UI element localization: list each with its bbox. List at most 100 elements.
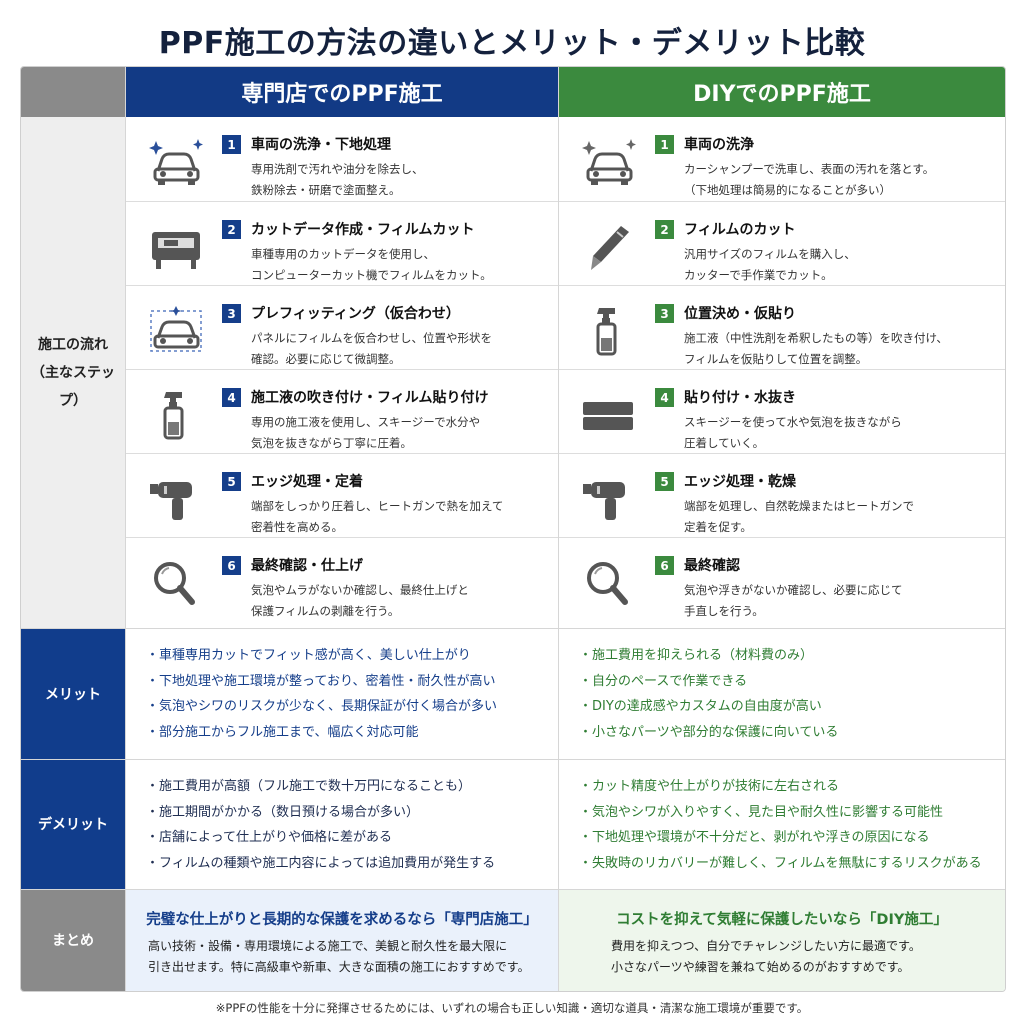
spray-bottle-icon <box>581 306 637 356</box>
pro-step-6: 6 最終確認・仕上げ 気泡やムラがないか確認し、最終仕上げと保護フィルムの剥離を… <box>126 538 558 628</box>
diy-step-6: 6 最終確認 気泡や浮きがないか確認し、必要に応じて手直しを行う。 <box>559 538 1005 628</box>
pro-summary: 完璧な仕上がりと長期的な保護を求めるなら「専門店施工」 高い技術・設備・専用環境… <box>125 890 558 991</box>
step-description: カーシャンプーで洗車し、表面の汚れを落とす。（下地処理は簡易的になることが多い） <box>684 162 935 197</box>
list-item: ・DIYの達成感やカスタムの自由度が高い <box>579 699 822 714</box>
pro-step-5: 5 エッジ処理・定着 端部をしっかり圧着し、ヒートガンで熱を加えて密着性を高める… <box>126 454 558 538</box>
summary-body: 高い技術・設備・専用環境による施工で、美観と耐久性を最大限に引き出せます。特に高… <box>148 939 530 974</box>
pro-demerits: ・施工費用が高額（フル施工で数十万円になることも） ・施工期間がかかる（数日預け… <box>125 760 558 890</box>
list-item: ・小さなパーツや部分的な保護に向いている <box>579 724 839 740</box>
diy-step-1: 1 車両の洗浄 カーシャンプーで洗車し、表面の汚れを落とす。（下地処理は簡易的に… <box>559 117 1005 202</box>
step-number: 4 <box>222 388 241 407</box>
diy-column-header: DIYでのPPF施工 <box>558 67 1005 117</box>
step-number: 2 <box>655 220 674 239</box>
car-fitting-icon <box>148 306 204 356</box>
step-title: 施工液の吹き付け・フィルム貼り付け <box>251 390 489 406</box>
list-item: ・下地処理や施工環境が整っており、密着性・耐久性が高い <box>146 673 496 689</box>
step-title: カットデータ作成・フィルムカット <box>251 222 475 238</box>
list-item: ・部分施工からフル施工まで、幅広く対応可能 <box>146 724 419 740</box>
list-item: ・施工費用を抑えられる（材料費のみ） <box>579 648 814 663</box>
step-description: 専用洗剤で汚れや油分を除去し、鉄粉除去・研磨で塗面整え。 <box>251 162 424 197</box>
diy-step-3: 3 位置決め・仮貼り 施工液（中性洗剤を希釈したもの等）を吹き付け、フィルムを仮… <box>559 286 1005 370</box>
car-sparkle-icon <box>581 137 637 187</box>
diy-step-5: 5 エッジ処理・乾燥 端部を処理し、自然乾燥またはヒートガンで定着を促す。 <box>559 454 1005 538</box>
car-sparkle-icon <box>148 137 204 187</box>
step-description: パネルにフィルムを仮合わせし、位置や形状を確認。必要に応じて微調整。 <box>251 331 493 366</box>
pro-merits: ・車種専用カットでフィット感が高く、美しい仕上がり ・下地処理や施工環境が整って… <box>125 629 558 760</box>
merit-label: メリット <box>21 629 125 760</box>
step-description: 気泡やムラがないか確認し、最終仕上げと保護フィルムの剥離を行う。 <box>251 583 469 618</box>
pro-column-header: 専門店でのPPF施工 <box>125 67 558 117</box>
list-item: ・車種専用カットでフィット感が高く、美しい仕上がり <box>146 648 471 663</box>
list-item: ・施工費用が高額（フル施工で数十万円になることも） <box>146 779 472 794</box>
pro-steps: 1 車両の洗浄・下地処理 専用洗剤で汚れや油分を除去し、鉄粉除去・研磨で塗面整え… <box>125 117 558 628</box>
summary-row: まとめ 完璧な仕上がりと長期的な保護を求めるなら「専門店施工」 高い技術・設備・… <box>21 889 1005 991</box>
step-number: 6 <box>655 556 674 575</box>
list-item: ・失敗時のリカバリーが難しく、フィルムを無駄にするリスクがある <box>579 855 982 871</box>
diy-merits: ・施工費用を抑えられる（材料費のみ） ・自分のペースで作業できる ・DIYの達成… <box>558 629 1005 760</box>
summary-heading: コストを抑えて気軽に保護したいなら「DIY施工」 <box>616 912 948 928</box>
heat-gun-icon <box>148 474 204 524</box>
flow-label: 施工の流れ （主なステップ） <box>21 117 125 628</box>
step-title: 車両の洗浄・下地処理 <box>251 137 391 153</box>
diy-steps: 1 車両の洗浄 カーシャンプーで洗車し、表面の汚れを落とす。（下地処理は簡易的に… <box>558 117 1005 628</box>
spray-bottle-icon <box>148 390 204 440</box>
cutter-icon <box>581 222 637 272</box>
pro-step-2: 2 カットデータ作成・フィルムカット 車種専用のカットデータを使用し、コンピュー… <box>126 202 558 286</box>
step-description: 汎用サイズのフィルムを購入し、カッターで手作業でカット。 <box>684 247 856 282</box>
step-number: 3 <box>655 304 674 323</box>
step-description: 端部をしっかり圧着し、ヒートガンで熱を加えて密着性を高める。 <box>251 499 504 534</box>
diy-summary: コストを抑えて気軽に保護したいなら「DIY施工」 費用を抑えつつ、自分でチャレン… <box>558 890 1005 991</box>
step-description: 気泡や浮きがないか確認し、必要に応じて手直しを行う。 <box>684 583 903 618</box>
step-description: 施工液（中性洗剤を希釈したもの等）を吹き付け、フィルムを仮貼りして位置を調整。 <box>684 331 948 366</box>
list-item: ・自分のペースで作業できる <box>579 673 748 689</box>
list-item: ・施工期間がかかる（数日預ける場合が多い） <box>146 804 420 820</box>
step-description: 端部を処理し、自然乾燥またはヒートガンで定着を促す。 <box>684 499 914 534</box>
step-title: 位置決め・仮貼り <box>684 306 796 322</box>
step-description: 車種専用のカットデータを使用し、コンピューターカット機でフィルムをカット。 <box>251 247 492 282</box>
step-title: プレフィッティング（仮合わせ） <box>251 306 460 322</box>
step-title: 車両の洗浄 <box>684 137 754 153</box>
step-title: 最終確認・仕上げ <box>251 558 363 574</box>
list-item: ・店舗によって仕上がりや価格に差がある <box>146 830 392 845</box>
summary-heading: 完璧な仕上がりと長期的な保護を求めるなら「専門店施工」 <box>146 912 538 928</box>
heat-gun-icon <box>581 474 637 524</box>
step-title: フィルムのカット <box>684 222 796 238</box>
diy-step-2: 2 フィルムのカット 汎用サイズのフィルムを購入し、カッターで手作業でカット。 <box>559 202 1005 286</box>
demerit-label: デメリット <box>21 760 125 890</box>
flow-label-line1: 施工の流れ <box>38 336 108 353</box>
diy-demerits: ・カット精度や仕上がりが技術に左右される ・気泡やシワが入りやすく、見た目や耐久… <box>558 760 1005 890</box>
steps-row: 施工の流れ （主なステップ） 1 車両の洗浄・下地処理 専用洗剤で汚れや油分を除… <box>21 117 1005 628</box>
step-number: 5 <box>222 472 241 491</box>
flow-label-line2: （主なステップ） <box>31 364 115 409</box>
step-title: 最終確認 <box>684 558 740 574</box>
step-number: 4 <box>655 388 674 407</box>
plotter-icon <box>148 222 204 272</box>
step-description: 専用の施工液を使用し、スキージーで水分や気泡を抜きながら丁寧に圧着。 <box>251 415 481 450</box>
list-item: ・フィルムの種類や施工内容によっては追加費用が発生する <box>146 855 496 871</box>
magnifier-icon <box>148 558 204 608</box>
list-item: ・気泡やシワが入りやすく、見た目や耐久性に影響する可能性 <box>579 804 944 820</box>
merit-row: メリット ・車種専用カットでフィット感が高く、美しい仕上がり ・下地処理や施工環… <box>21 628 1005 760</box>
page-title: PPF施工の方法の違いとメリット・デメリット比較 <box>158 26 866 61</box>
diy-step-4: 4 貼り付け・水抜き スキージーを使って水や気泡を抜きながら圧着していく。 <box>559 370 1005 454</box>
pro-step-3: 3 プレフィッティング（仮合わせ） パネルにフィルムを仮合わせし、位置や形状を確… <box>126 286 558 370</box>
footnote: ※PPFの性能を十分に発揮させるためには、いずれの場合も正しい知識・適切な道具・… <box>215 1001 809 1015</box>
step-description: スキージーを使って水や気泡を抜きながら圧着していく。 <box>684 415 902 450</box>
corner-cell <box>21 67 125 117</box>
list-item: ・カット精度や仕上がりが技術に左右される <box>579 779 840 794</box>
step-number: 5 <box>655 472 674 491</box>
pro-step-4: 4 施工液の吹き付け・フィルム貼り付け 専用の施工液を使用し、スキージーで水分や… <box>126 370 558 454</box>
step-number: 1 <box>655 135 674 154</box>
comparison-table: 専門店でのPPF施工 DIYでのPPF施工 施工の流れ （主なステップ） 1 車… <box>20 66 1006 992</box>
step-title: エッジ処理・乾燥 <box>684 474 796 490</box>
step-title: 貼り付け・水抜き <box>684 390 796 406</box>
list-item: ・気泡やシワのリスクが少なく、長期保証が付く場合が多い <box>146 699 498 714</box>
squeegee-icon <box>581 390 637 440</box>
step-title: エッジ処理・定着 <box>251 474 363 490</box>
step-number: 2 <box>222 220 241 239</box>
header-row: 専門店でのPPF施工 DIYでのPPF施工 <box>21 67 1005 117</box>
demerit-row: デメリット ・施工費用が高額（フル施工で数十万円になることも） ・施工期間がかか… <box>21 759 1005 890</box>
magnifier-icon <box>581 558 637 608</box>
step-number: 6 <box>222 556 241 575</box>
pro-step-1: 1 車両の洗浄・下地処理 専用洗剤で汚れや油分を除去し、鉄粉除去・研磨で塗面整え… <box>126 117 558 202</box>
